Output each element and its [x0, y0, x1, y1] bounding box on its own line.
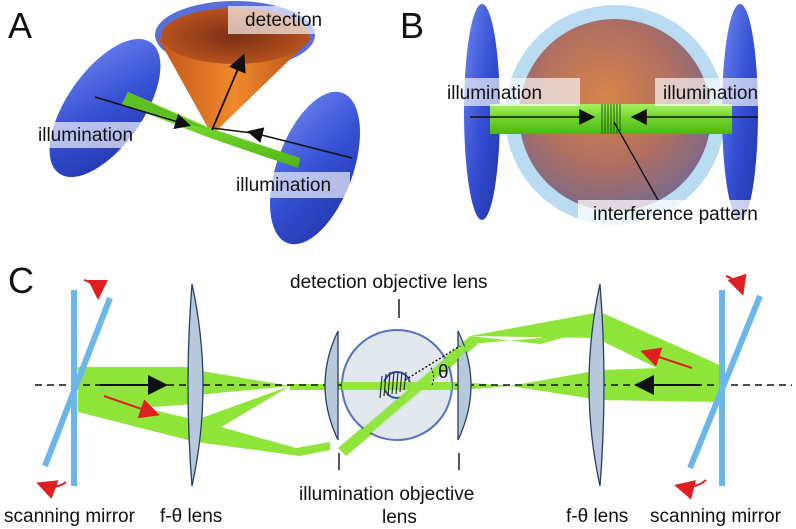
illumination-objective-label-line1: illumination objective — [299, 484, 474, 505]
scanning-mirror-left — [42, 290, 113, 486]
scanning-mirror-label-right: scanning mirror — [650, 506, 782, 527]
scan-arrow-right — [640, 347, 693, 369]
illumination-label-right-b: illumination — [663, 83, 758, 104]
illumination-objective-label-line2: lens — [382, 507, 417, 528]
panel-c: C — [4, 260, 792, 528]
illumination-label-left-a: illumination — [38, 125, 133, 146]
panel-b-letter: B — [400, 5, 424, 46]
scan-arrow-left — [103, 395, 160, 419]
rotation-arrow-top-right — [725, 273, 747, 296]
illumination-lens-left-b — [464, 4, 500, 220]
panel-b: B illumination illumination interfere — [400, 4, 783, 228]
ftheta-lens-left — [187, 283, 204, 487]
ftheta-lens-label-right: f-θ lens — [566, 506, 628, 527]
illumination-arrow-right-a — [246, 127, 353, 159]
panel-a-letter: A — [8, 5, 32, 46]
illumination-label-left-b: illumination — [447, 83, 542, 104]
ftheta-lens-label-left: f-θ lens — [160, 506, 222, 527]
interference-label: interference pattern — [593, 204, 758, 225]
objective-lens-right — [457, 330, 472, 441]
scanning-mirror-right — [687, 290, 763, 486]
illumination-lens-right-b — [722, 4, 758, 220]
panel-a: A detection illumination illumination — [8, 1, 360, 245]
illumination-arrow-left-a — [94, 96, 192, 129]
objective-lens-left — [324, 330, 339, 441]
illumination-label-right-a: illumination — [236, 175, 331, 196]
ftheta-lens-right — [588, 283, 605, 487]
theta-guide-line — [404, 345, 461, 381]
interference-pointer — [613, 121, 659, 201]
rotation-arrow-bottom-left — [36, 480, 67, 499]
illumination-lens-right-a — [270, 91, 360, 245]
panel-c-letter: C — [8, 260, 34, 301]
interference-pattern — [601, 104, 621, 134]
interference-fringes-c — [379, 371, 407, 399]
detection-label: detection — [245, 10, 322, 31]
rotation-arrow-bottom-right — [674, 479, 707, 500]
theta-label: θ — [438, 362, 449, 383]
rotation-arrow-top-left — [83, 279, 108, 300]
detection-objective-label: detection objective lens — [290, 272, 488, 293]
detection-arrow-a — [211, 53, 246, 131]
scanning-mirror-label-left: scanning mirror — [4, 506, 136, 527]
